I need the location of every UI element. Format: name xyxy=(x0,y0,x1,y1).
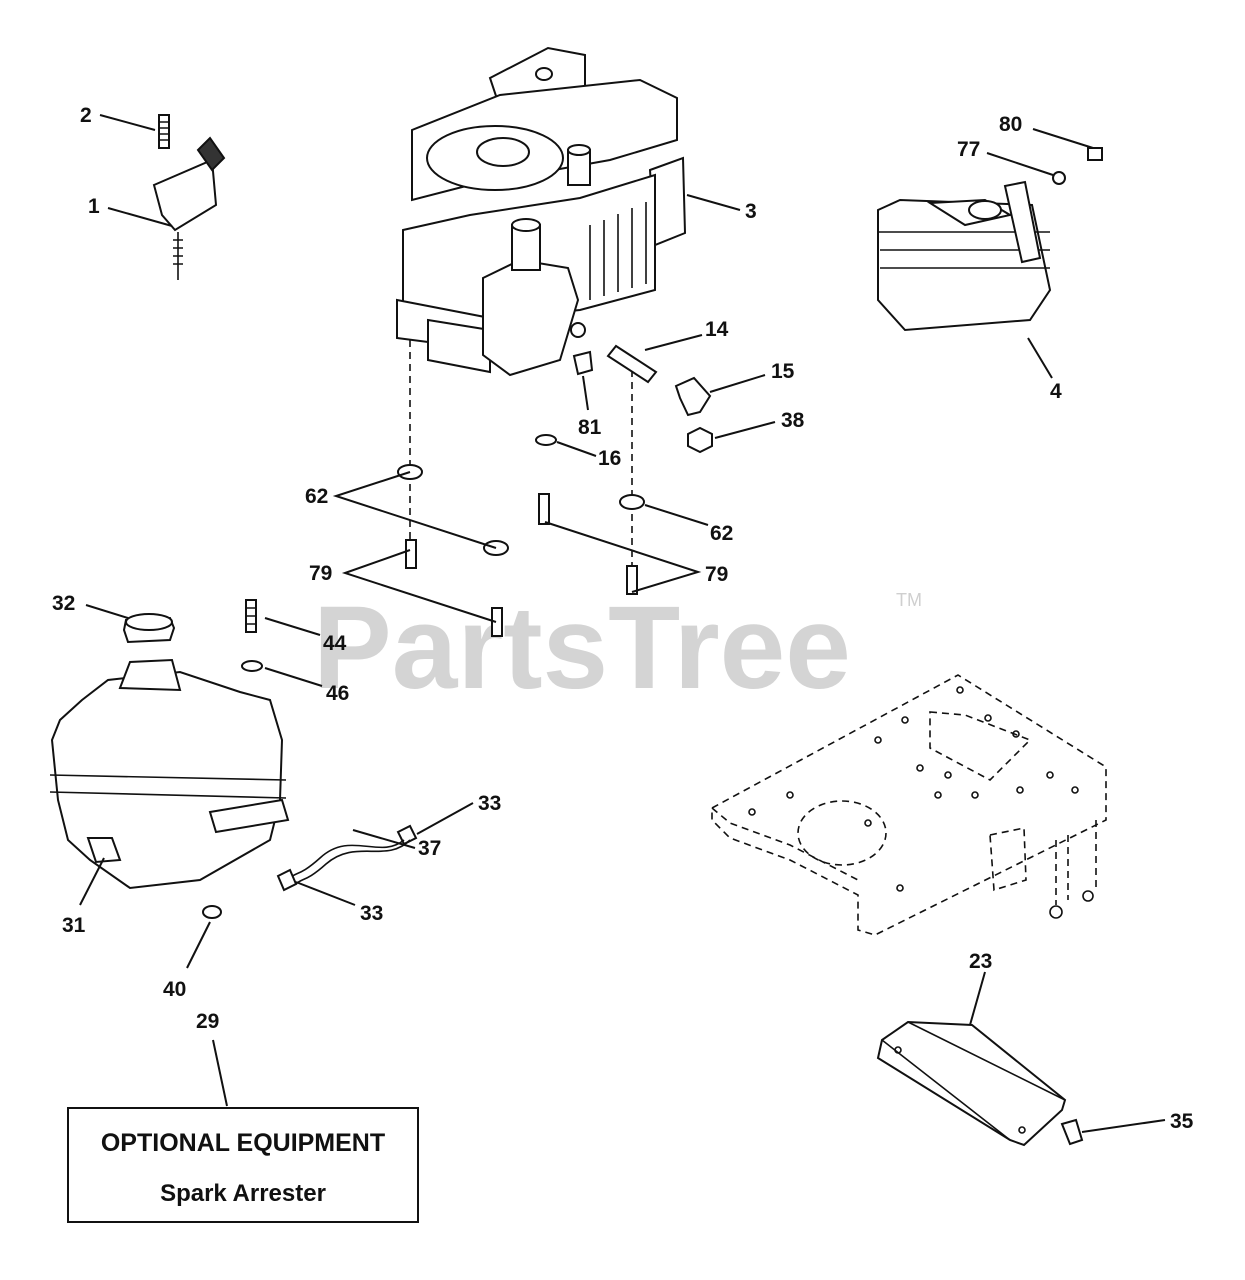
callout-38: 38 xyxy=(781,409,805,432)
callout-2: 2 xyxy=(80,104,92,127)
callout-37: 37 xyxy=(418,837,441,860)
optional-equipment-box xyxy=(67,1107,419,1223)
callout-79-left: 79 xyxy=(309,562,332,585)
callout-62-left: 62 xyxy=(305,485,328,508)
engine-part xyxy=(396,46,687,377)
callout-46: 46 xyxy=(326,682,349,705)
watermark-trademark: TM xyxy=(896,590,922,610)
watermark-text: PartsTree xyxy=(313,582,851,714)
callout-62-right: 62 xyxy=(710,522,733,545)
callout-81: 81 xyxy=(578,416,602,439)
fuel-tank-part xyxy=(49,599,290,919)
optional-equipment-title: OPTIONAL EQUIPMENT xyxy=(101,1129,385,1157)
callout-40: 40 xyxy=(163,978,186,1001)
callout-31: 31 xyxy=(62,914,86,937)
callout-35: 35 xyxy=(1170,1110,1194,1133)
callout-15: 15 xyxy=(771,360,795,383)
callout-1: 1 xyxy=(88,195,100,218)
callout-23: 23 xyxy=(969,950,992,973)
callout-33-upper: 33 xyxy=(478,792,501,815)
callout-44: 44 xyxy=(323,632,347,655)
callout-29: 29 xyxy=(196,1010,219,1033)
callout-77: 77 xyxy=(957,138,980,161)
throttle-control-part xyxy=(152,114,226,280)
callout-79-right: 79 xyxy=(705,563,728,586)
callout-32: 32 xyxy=(52,592,75,615)
spark-arrester-label: Spark Arrester xyxy=(160,1180,326,1207)
mounting-hardware-part xyxy=(397,464,645,637)
frame-part xyxy=(711,674,1107,936)
callout-16: 16 xyxy=(598,447,621,470)
callout-4: 4 xyxy=(1050,380,1062,403)
callout-14: 14 xyxy=(705,318,729,341)
spark-arrester-part xyxy=(876,1020,1084,1147)
callout-3: 3 xyxy=(745,200,757,223)
fuel-fittings-part xyxy=(535,344,713,454)
fuel-hose-part xyxy=(276,824,418,892)
callout-80: 80 xyxy=(999,113,1022,136)
muffler-part xyxy=(877,147,1103,332)
callout-33-lower: 33 xyxy=(360,902,383,925)
